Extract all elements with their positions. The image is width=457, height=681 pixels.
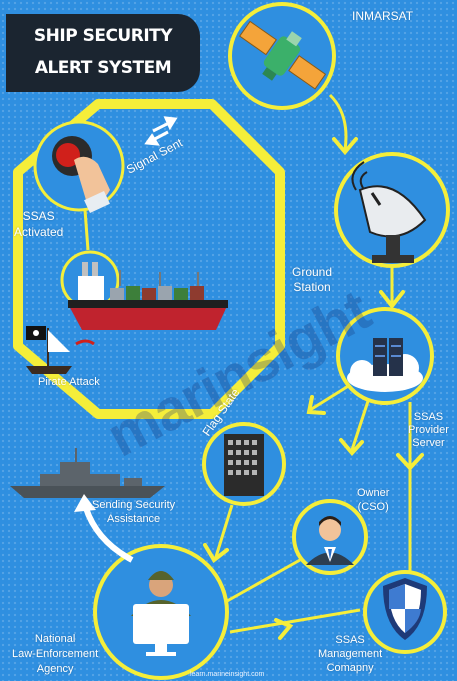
pirate-attack-label: Pirate Attack xyxy=(38,376,100,388)
soldier-computer-icon xyxy=(131,571,191,656)
nlea-node[interactable] xyxy=(93,544,229,680)
footer-url: learn.marineinsight.com xyxy=(190,671,265,678)
shield-icon xyxy=(383,578,427,640)
businessman-icon xyxy=(306,516,354,565)
line-mgmt-to-nlea xyxy=(229,608,361,634)
line-button-to-ship xyxy=(83,209,90,251)
line-server-to-owner xyxy=(350,394,372,451)
management-company-node[interactable] xyxy=(363,570,447,654)
title-line-2: ALERT SYSTEM xyxy=(34,58,172,78)
warship-icon xyxy=(10,448,165,498)
line-server-to-flag xyxy=(309,383,351,412)
arrowhead-server xyxy=(379,290,405,310)
arrowhead-flag xyxy=(306,395,326,415)
arrowhead-nlea-left xyxy=(203,543,229,563)
server-cloud-icon xyxy=(347,338,423,392)
satellite-node[interactable] xyxy=(228,2,336,110)
ship-zone-octagon xyxy=(13,99,285,419)
title-line-1: SHIP SECURITY xyxy=(33,26,173,46)
line-flag-to-nlea xyxy=(213,504,234,561)
title-box: SHIP SECURITY ALERT SYSTEM xyxy=(6,14,200,92)
alarm-button-node[interactable] xyxy=(33,120,125,213)
arrowhead-mgmt xyxy=(396,453,424,471)
line-satellite-to-ground xyxy=(328,93,348,151)
dish-antenna-icon xyxy=(351,161,427,263)
arrowhead-owner xyxy=(339,438,364,457)
line-owner-to-nlea xyxy=(219,558,301,607)
cargo-ship-group xyxy=(60,250,228,330)
arrowhead-ground xyxy=(332,137,358,156)
provider-server-node[interactable] xyxy=(336,307,434,405)
connector-lines xyxy=(83,93,412,634)
cargo-ship-icon xyxy=(68,262,228,330)
owner-node[interactable] xyxy=(292,499,368,575)
pirate-flag-icon xyxy=(26,326,95,374)
arrowhead-nlea-mid xyxy=(274,618,294,640)
alarm-button-icon xyxy=(52,136,110,213)
inmarsat-label: INMARSAT xyxy=(352,9,414,23)
connector-arrowheads xyxy=(203,137,424,640)
building-icon xyxy=(224,434,264,496)
owner-label: Owner(CSO) xyxy=(357,487,390,513)
exchange-arrows-icon xyxy=(144,116,178,146)
assistance-arrow-icon xyxy=(74,494,134,563)
ground-station-node[interactable] xyxy=(334,152,450,268)
satellite-icon xyxy=(239,20,327,90)
flag-state-node[interactable] xyxy=(202,422,286,506)
